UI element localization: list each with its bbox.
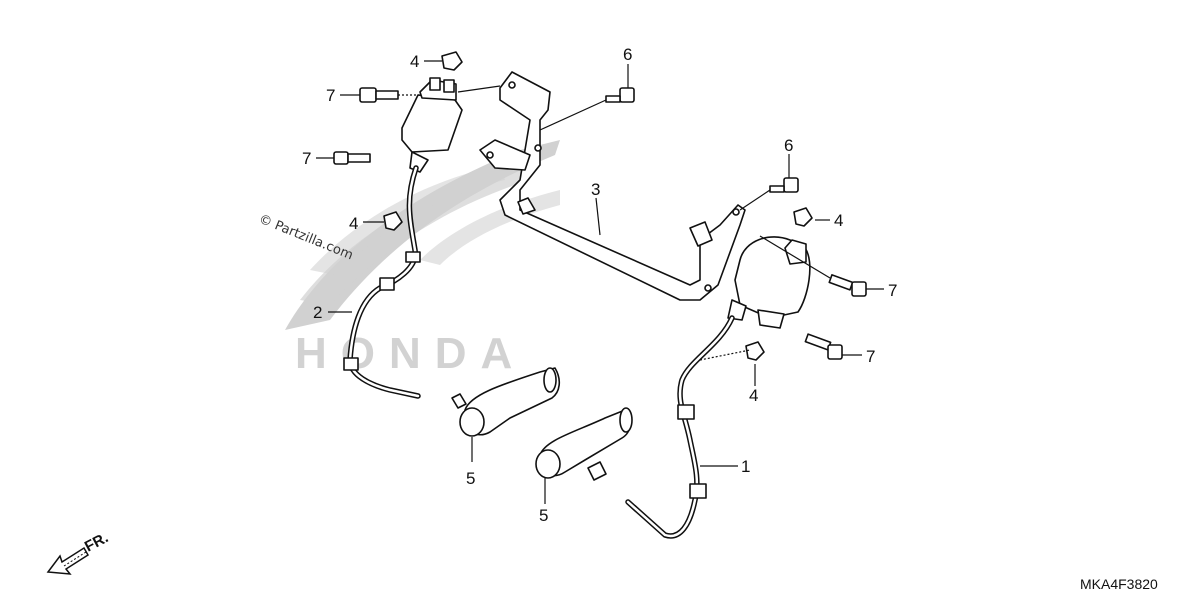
assembly-lines [398, 85, 831, 361]
callout-2: 2 [313, 303, 322, 322]
callout-7-mid: 7 [302, 149, 311, 168]
bolt-6-a [605, 87, 635, 103]
partzilla-watermark: © Partzilla.com [257, 212, 356, 263]
spark-plug-cap-right [535, 407, 633, 481]
bolt-7-a [359, 87, 399, 103]
high-tension-cord-right [625, 315, 735, 539]
callout-1: 1 [741, 457, 750, 476]
clip-4-c [793, 207, 813, 227]
callout-leaders [316, 60, 884, 504]
callout-6-right: 6 [784, 136, 793, 155]
clip-4-d [745, 341, 765, 361]
callout-4-right: 4 [834, 211, 843, 230]
high-tension-cord-left [343, 165, 421, 399]
bolt-7-b [333, 151, 371, 165]
ignition-coil-right [727, 236, 811, 329]
bolt-7-c [828, 274, 867, 297]
callout-7-top: 7 [326, 86, 335, 105]
callout-numbers: 4 7 7 4 6 6 3 4 7 7 2 4 1 5 5 [302, 45, 897, 525]
callout-7-right-top: 7 [888, 281, 897, 300]
callout-5-left: 5 [466, 469, 475, 488]
clip-4-a [441, 51, 463, 71]
spark-plug-cap-left [451, 367, 561, 437]
diagram-code: MKA4F3820 [1080, 576, 1158, 592]
ignition-coil-left [401, 77, 463, 173]
bolt-6-b [769, 177, 799, 193]
bolt-7-d [804, 333, 843, 360]
callout-3: 3 [591, 180, 600, 199]
honda-brand-watermark: HONDA [295, 329, 526, 378]
callout-4-bottom: 4 [749, 386, 758, 405]
front-direction-arrow: FR. [46, 529, 111, 575]
callout-4-top: 4 [410, 52, 419, 71]
callout-5-right: 5 [539, 506, 548, 525]
bracket-part-3 [479, 71, 746, 301]
callout-6-top: 6 [623, 45, 632, 64]
callout-7-right-bottom: 7 [866, 347, 875, 366]
clip-4-b [383, 211, 403, 231]
callout-4-left: 4 [349, 214, 358, 233]
